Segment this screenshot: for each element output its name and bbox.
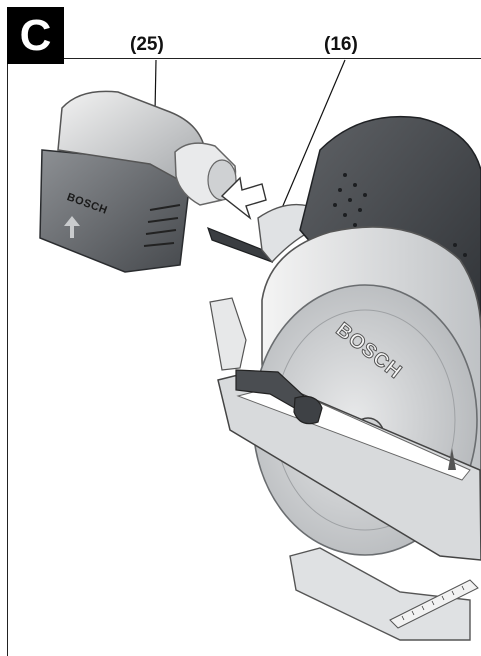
battery-pack xyxy=(39,90,237,273)
callout-16: (16) xyxy=(324,34,358,55)
blade-rotation-arrow-icon xyxy=(448,448,456,470)
panel-frame xyxy=(7,58,481,656)
circular-saw xyxy=(209,115,481,641)
up-arrow-icon xyxy=(64,216,80,238)
panel-letter: C xyxy=(7,7,64,64)
insert-direction-arrow xyxy=(220,176,267,220)
callout-25: (25) xyxy=(130,34,164,55)
callout-line-25 xyxy=(154,59,157,113)
callout-line-16 xyxy=(281,59,346,209)
